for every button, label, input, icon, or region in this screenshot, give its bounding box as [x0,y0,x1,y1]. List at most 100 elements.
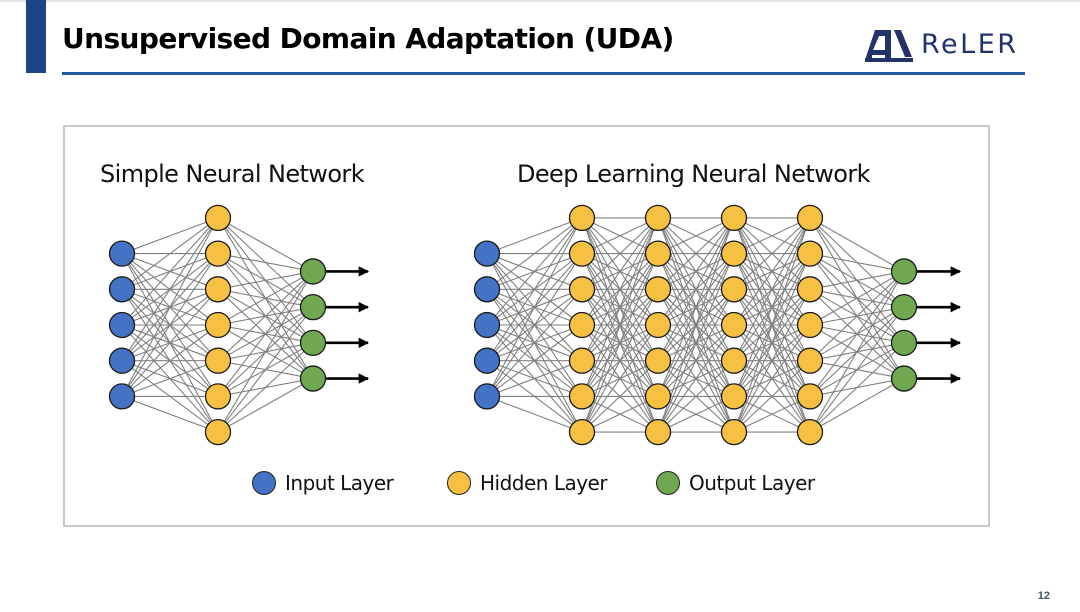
deep-hidden-node-l4-6 [796,418,824,446]
deep-edge-l3-4-0 [733,217,811,361]
deep-edge-l1-4-0 [581,217,659,361]
deep-hidden-node-l2-1 [644,240,672,267]
simple-edge-l1-5-0 [217,271,314,397]
simple-input-node-l0-4 [108,383,136,410]
deep-output-node-l5-0 [890,258,918,285]
deep-input-node-l0-4 [473,383,501,410]
deep-edge-l2-6-3 [657,324,735,433]
simple-edge-l1-4-0 [217,271,314,362]
deep-edge-l0-4-2 [486,288,583,397]
deep-edge-l2-3-0 [657,217,735,326]
deep-edge-l3-2-0 [733,217,811,290]
simple-output-node-l2-3 [299,365,327,392]
deep-hidden-node-l2-0 [644,204,672,232]
deep-hidden-node-l3-2 [720,276,748,303]
deep-edge-l2-6-1 [657,253,735,433]
deep-edge-l1-1-0 [581,217,659,255]
reler-logo-icon [865,30,913,62]
legend-output-label: Output Layer [689,471,815,495]
simple-edge-l0-4-2 [121,288,219,397]
deep-hidden-node-l4-5 [796,383,824,410]
deep-edge-l3-6-3 [733,324,811,433]
simple-edge-l1-6-1 [217,306,314,433]
deep-edge-l4-0-0 [809,217,905,272]
deep-edge-l0-4-0 [486,217,583,397]
deep-edge-l2-4-0 [657,217,735,361]
deep-input-node-l0-1 [473,276,501,303]
deep-hidden-node-l4-0 [796,204,824,232]
title-underline [62,72,1025,75]
deep-edge-l2-2-0 [657,217,735,290]
deep-hidden-node-l2-3 [644,311,672,339]
deep-edge-l2-5-0 [657,217,735,397]
deep-edge-l1-6-5 [581,395,659,433]
logo-text: ReLER [921,29,1019,60]
legend-input-label: Input Layer [285,471,394,495]
simple-output-node-l2-1 [299,293,327,321]
deep-edge-l2-6-2 [657,289,735,433]
deep-hidden-node-l4-4 [796,347,824,374]
legend-hidden-dot [447,471,471,495]
deep-output-node-l5-1 [890,293,918,321]
deep-hidden-node-l1-1 [568,240,596,267]
deep-edge-l3-3-0 [733,217,811,326]
deep-hidden-node-l1-5 [568,383,596,410]
deep-network-title: Deep Learning Neural Network [517,160,871,188]
deep-edge-l3-6-5 [733,395,811,433]
deep-edge-l0-4-6 [486,395,583,433]
simple-edge-l1-6-3 [217,378,314,433]
simple-edge-l1-2-0 [217,270,314,290]
deep-hidden-node-l2-6 [644,418,672,446]
deep-edge-l4-6-0 [809,271,905,433]
deep-hidden-node-l4-3 [796,311,824,339]
deep-hidden-node-l3-0 [720,204,748,232]
deep-hidden-node-l1-3 [568,311,596,339]
edges-group [121,217,905,433]
deep-edge-l4-6-1 [809,306,905,433]
deep-edge-l1-5-0 [581,217,659,397]
simple-hidden-node-l1-0 [204,204,232,232]
deep-hidden-node-l4-2 [796,276,824,303]
deep-edge-l3-6-2 [733,289,811,433]
deep-hidden-node-l3-5 [720,383,748,410]
legend-output: Output Layer [656,469,815,497]
deep-edge-l3-1-0 [733,217,811,255]
simple-edge-l1-3-0 [217,270,314,326]
simple-edge-l0-3-0 [121,217,219,362]
deep-hidden-node-l1-4 [568,347,596,374]
title-accent-bar [26,0,46,73]
deep-edge-l4-4-0 [809,271,905,362]
simple-input-node-l0-1 [108,276,136,303]
simple-input-node-l0-2 [108,311,136,339]
deep-output-node-l5-2 [890,329,918,357]
deep-edge-l2-1-0 [657,217,735,255]
deep-hidden-node-l3-6 [720,418,748,446]
simple-hidden-node-l1-4 [204,347,232,374]
deep-hidden-node-l1-6 [568,418,596,446]
deep-edge-l0-4-1 [486,253,583,397]
deep-edge-l0-4-4 [486,360,583,397]
deep-hidden-node-l2-5 [644,383,672,410]
deep-edge-l1-3-0 [581,217,659,326]
deep-edge-l0-4-3 [486,324,583,397]
simple-edge-l0-4-3 [121,324,219,397]
simple-input-node-l0-3 [108,347,136,374]
deep-hidden-node-l2-2 [644,276,672,303]
deep-edge-l1-6-2 [581,289,659,433]
deep-output-node-l5-3 [890,365,918,392]
deep-input-node-l0-3 [473,347,501,374]
reler-logo: ReLER [861,27,1019,63]
deep-edge-l3-6-4 [733,360,811,433]
deep-edge-l1-6-3 [581,324,659,433]
deep-input-node-l0-2 [473,311,501,339]
simple-output-node-l2-0 [299,258,327,285]
deep-edge-l0-2-0 [486,217,583,326]
simple-input-node-l0-0 [108,240,136,267]
deep-edge-l3-5-0 [733,217,811,397]
slide-title: Unsupervised Domain Adaptation (UDA) [62,22,674,55]
deep-edge-l0-1-0 [486,217,583,290]
simple-hidden-node-l1-1 [204,240,232,267]
deep-edge-l4-2-0 [809,270,905,290]
deep-edge-l0-3-0 [486,217,583,362]
simple-hidden-node-l1-5 [204,383,232,410]
